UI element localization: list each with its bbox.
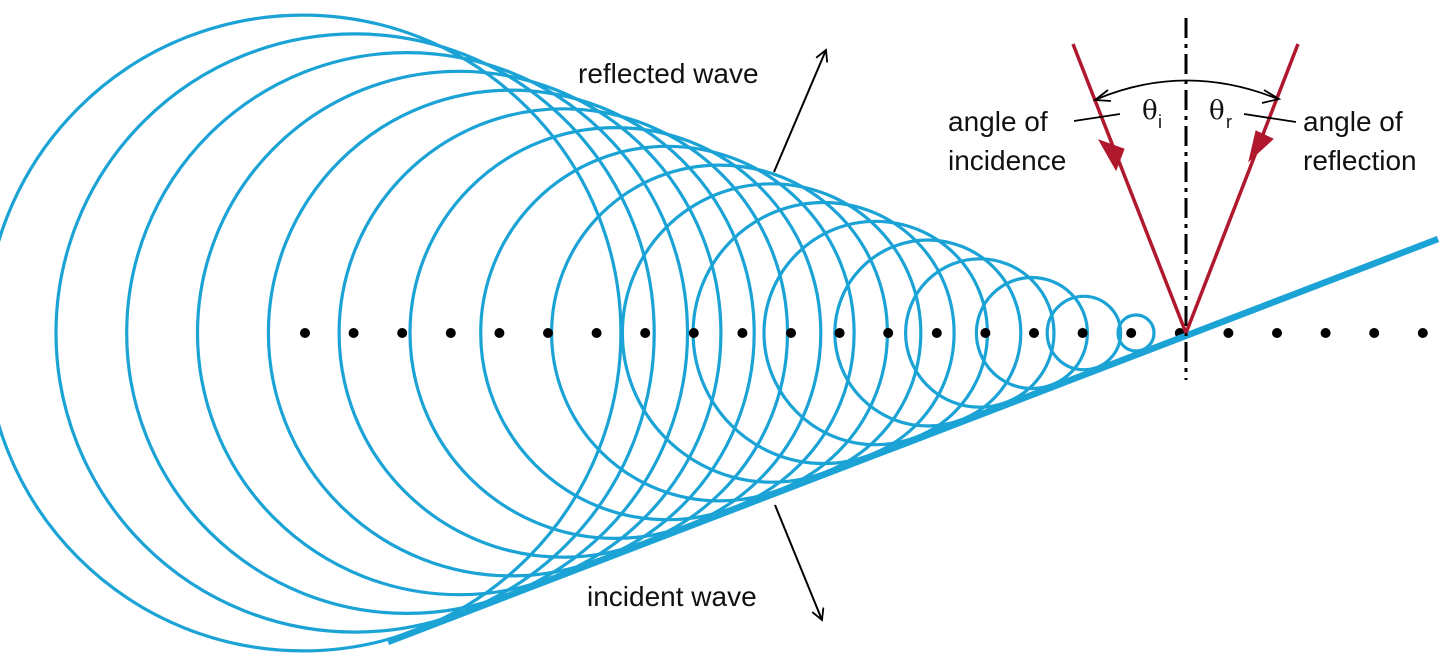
source-dot — [1417, 328, 1428, 338]
theta-i-label: θ i — [1142, 96, 1162, 132]
wavelet-circle — [54, 32, 656, 634]
angle-arc — [1096, 79, 1279, 100]
source-dot — [1223, 328, 1234, 338]
wavelet-circle — [691, 200, 956, 466]
angle-of-incidence-label-line2: incidence — [948, 145, 1066, 176]
source-dot — [1126, 328, 1137, 338]
source-dot — [1320, 328, 1331, 338]
reflected-ray-arrowhead — [1248, 130, 1274, 163]
source-dot — [397, 328, 408, 338]
source-dot — [688, 328, 699, 338]
incident-wave-label: incident wave — [587, 581, 757, 612]
source-dot — [1029, 328, 1039, 338]
angle-of-reflection-label-line2: reflection — [1303, 145, 1417, 176]
source-dot — [980, 328, 991, 338]
source-dot — [931, 328, 942, 338]
angle-of-incidence-label-line1: angle of — [948, 106, 1048, 137]
wavelet-circle — [1045, 294, 1123, 372]
wavelet-circle — [903, 257, 1056, 409]
wavelet-circle — [1116, 313, 1156, 353]
source-dot — [1369, 328, 1380, 338]
source-dot — [543, 328, 553, 338]
source-dot — [591, 328, 602, 338]
incident-wave-pointer — [774, 504, 825, 622]
svg-text:r: r — [1226, 112, 1232, 132]
svg-text:θ: θ — [1209, 96, 1225, 126]
incidence-leader-line — [1073, 113, 1121, 122]
svg-text:θ: θ — [1142, 96, 1158, 126]
source-dot — [834, 328, 845, 338]
source-dot — [737, 328, 748, 338]
source-dot — [300, 328, 310, 338]
source-dot — [348, 328, 359, 338]
wavefront-source-dots — [300, 328, 1428, 338]
source-dot — [445, 328, 456, 338]
source-dot — [640, 328, 651, 338]
incident-ray — [1071, 43, 1188, 334]
reflection-leader-line — [1243, 113, 1297, 123]
source-dot — [1272, 328, 1282, 338]
reflected-wave-label: reflected wave — [578, 58, 759, 89]
wavelet-circle — [195, 69, 723, 597]
svg-text:i: i — [1158, 112, 1162, 132]
source-dot — [883, 328, 894, 338]
angle-of-reflection-label-line1: angle of — [1303, 106, 1403, 137]
source-dot — [494, 328, 505, 338]
source-dot — [1077, 328, 1088, 338]
wavelet-circle — [833, 238, 1023, 428]
wavelet-circle — [479, 144, 856, 522]
incident-wavefront-line — [386, 235, 1440, 646]
reflected-ray — [1184, 43, 1300, 334]
wavelet-circle — [125, 51, 690, 615]
reflected-wave-pointer — [773, 48, 829, 173]
source-dot — [786, 328, 796, 338]
wavelet-circle — [408, 126, 823, 540]
theta-r-label: θ r — [1209, 96, 1232, 132]
wavelet-circle — [266, 88, 756, 578]
wavelet-circle — [0, 13, 623, 653]
